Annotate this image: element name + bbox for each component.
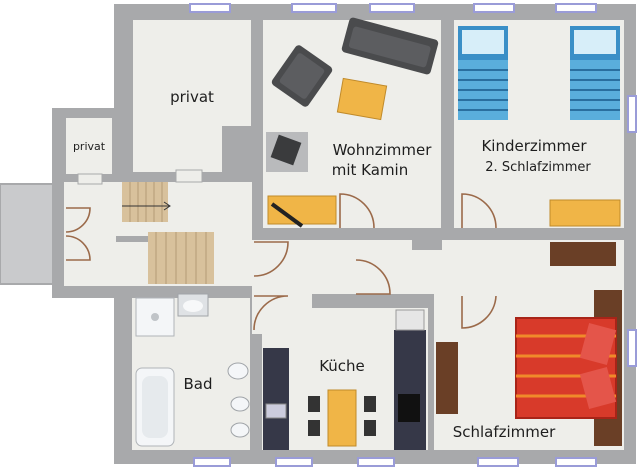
bench-icon (436, 342, 458, 414)
bed-icon (570, 26, 620, 120)
desk-icon (549, 199, 621, 227)
double-bed-icon (515, 317, 617, 419)
counter-left-icon (263, 348, 289, 450)
staircase (77, 169, 214, 284)
shower-icon (135, 297, 175, 337)
counter-right-icon (394, 330, 426, 450)
fireplace-icon (266, 132, 308, 172)
wall-notch-left (222, 126, 252, 172)
room-label-privat-small: privat (73, 140, 106, 153)
bathtub-icon (135, 367, 175, 447)
windows (189, 3, 637, 467)
sink-icon (265, 403, 287, 419)
entry-annex-wall (0, 183, 61, 285)
toilet-icon (227, 362, 249, 380)
room-label-wohnzimmer-sub: mit Kamin (332, 161, 408, 179)
room-label-schlafzimmer: Schlafzimmer (453, 423, 556, 441)
sofa-icon (341, 17, 439, 75)
dresser-icon (550, 242, 616, 266)
bidet-icon (230, 422, 250, 438)
room-label-kinderzimmer: Kinderzimmer (481, 137, 587, 155)
room-label-kinderzimmer-sub: 2. Schlafzimmer (485, 160, 591, 175)
room-label-privat-large: privat (170, 88, 214, 106)
room-label-kueche: Küche (319, 357, 365, 375)
coffee-table-icon (336, 77, 388, 121)
room-privat-small (66, 118, 112, 174)
doors (65, 193, 497, 331)
armchair-icon (271, 45, 333, 107)
tv-icon (270, 202, 304, 228)
room-label-bad: Bad (183, 375, 212, 393)
bed-icon (458, 26, 508, 120)
dining-table-icon (308, 389, 376, 447)
fridge-icon (395, 309, 425, 331)
wall-notch-right (412, 228, 442, 250)
bidet-icon (230, 396, 250, 412)
room-label-wohnzimmer: Wohnzimmer (333, 141, 433, 159)
washbasin-icon (177, 293, 209, 317)
stove-icon (398, 394, 420, 422)
